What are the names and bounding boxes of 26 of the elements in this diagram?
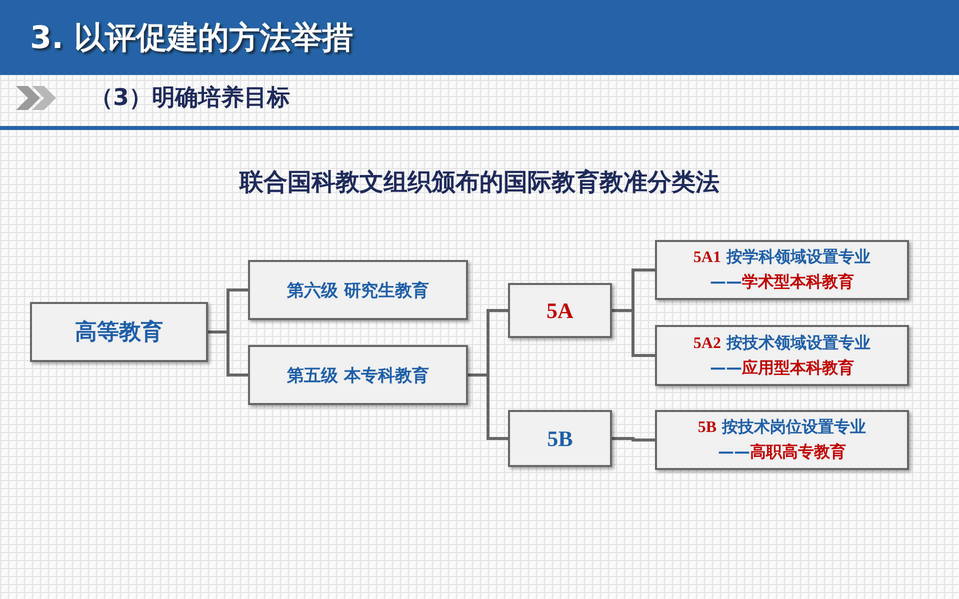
tree-box xyxy=(248,260,468,320)
tree-box xyxy=(655,325,909,386)
node-text: 第六级 研究生教育 xyxy=(287,280,429,302)
node-text: 5A1 按学科领域设置专业 xyxy=(693,247,871,268)
node-text: 5A2 按技术领域设置专业 xyxy=(693,332,871,354)
node-text: 5A xyxy=(546,298,574,324)
connector-line xyxy=(612,437,655,442)
node-text: 高等教育 xyxy=(75,318,163,347)
tree-box xyxy=(508,410,612,467)
diagram-heading: 联合国科教文组织颁布的国际教育教准分类法 xyxy=(238,167,720,198)
node-text: ——学术型本科教育 xyxy=(710,272,854,293)
connector-line xyxy=(612,309,655,357)
tree-box xyxy=(655,240,909,300)
node-text: 5B xyxy=(547,426,573,452)
tree-box xyxy=(248,345,468,405)
connector-line xyxy=(208,330,248,376)
node-text: ——高职高专教育 xyxy=(718,442,846,463)
node-text: ——应用型本科教育 xyxy=(710,358,854,378)
tree-box xyxy=(508,283,612,338)
node-text: 第五级 本专科教育 xyxy=(287,364,429,386)
tree-box xyxy=(655,410,909,470)
tree-box xyxy=(30,302,208,362)
connector-line xyxy=(468,374,508,440)
section-subtitle: （3）明确培养目标 xyxy=(90,84,290,113)
slide-title: 3. 以评促建的方法举措 xyxy=(30,18,354,58)
node-text: 5B 按技术岗位设置专业 xyxy=(698,417,866,438)
